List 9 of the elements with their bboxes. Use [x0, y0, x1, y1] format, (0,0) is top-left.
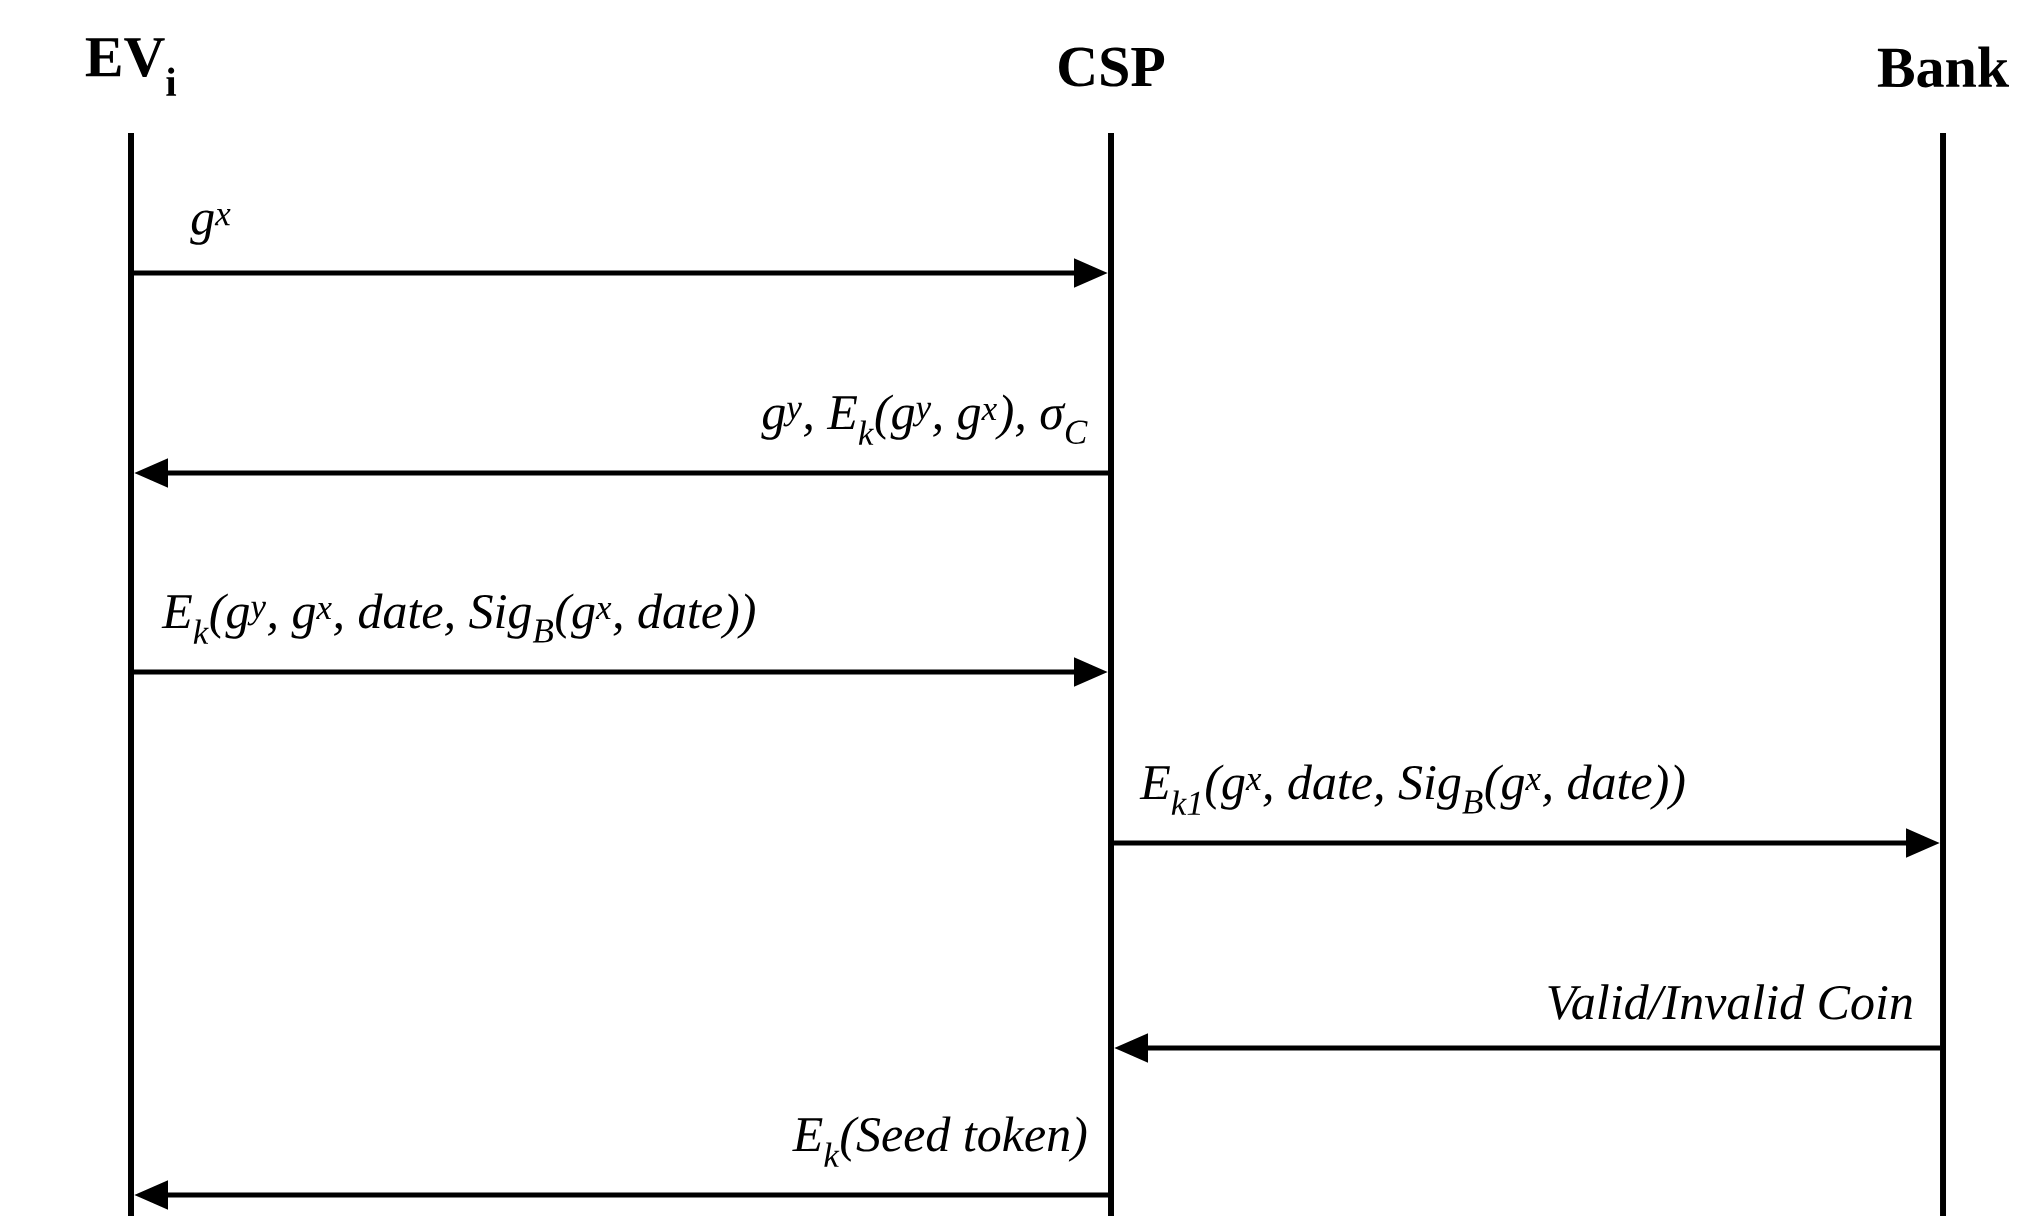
message-label: E$_{k1}$(g$^{x}$, date, Sig$_{B}$(g$^{x}$, date))	[1139, 764, 1685, 815]
message-label: g$^{y}$, E$_{k}$(g$^{y}$, g$^{x}$), σ$_{C}$	[761, 394, 1088, 445]
participant-label: CSP	[1059, 47, 1165, 87]
message-label: E$_{k}$(Seed token)	[792, 1116, 1087, 1167]
participant-label: Bank	[1877, 46, 2009, 88]
message-label: E$_{k}$(g$^{y}$, g$^{x}$, date, Sig$_{B}$(g$^{x}$, date))	[161, 593, 755, 644]
message-label: Valid/Invalid Coin	[1548, 984, 1912, 1020]
message-label: g$^{x}$	[190, 209, 231, 245]
participant-label: EV$_{i}$	[85, 38, 177, 96]
